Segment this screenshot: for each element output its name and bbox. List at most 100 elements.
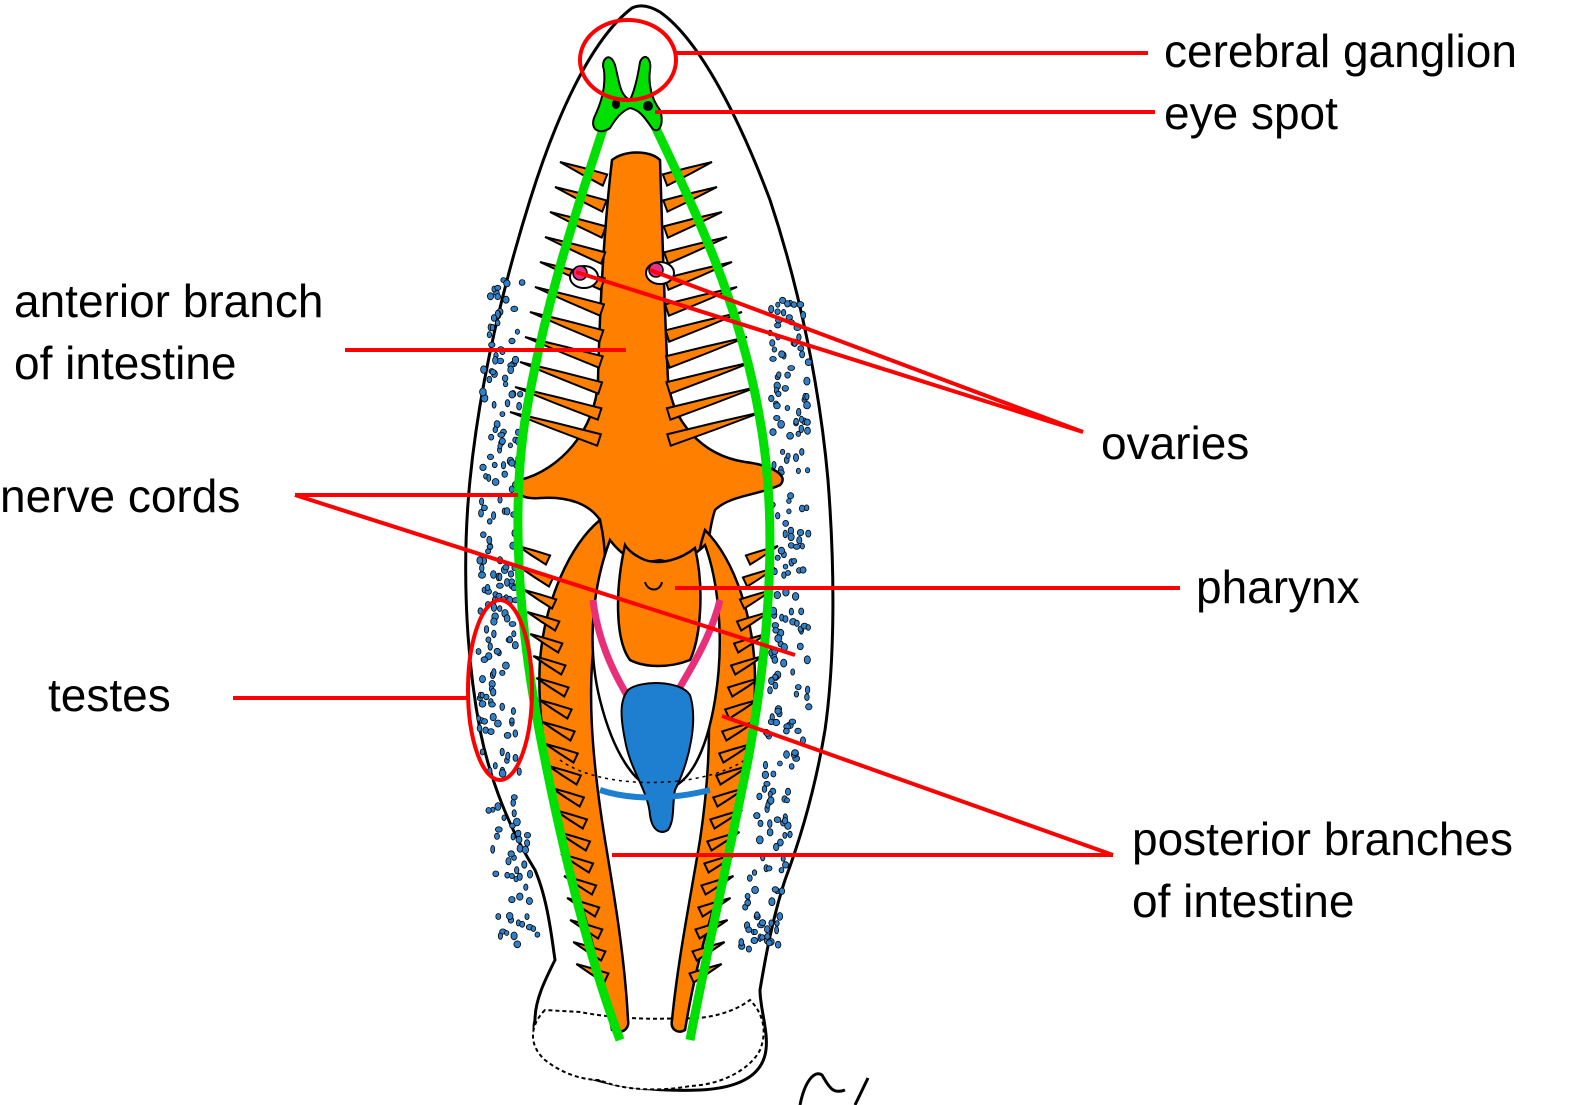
testis-dot: [520, 921, 525, 927]
testis-dot: [503, 296, 509, 303]
testis-dot: [793, 544, 800, 549]
testis-dot: [492, 479, 499, 486]
testis-dot: [491, 845, 495, 853]
testis-dot: [517, 873, 522, 880]
testis-dot: [769, 395, 774, 401]
testis-dot: [805, 427, 811, 434]
testis-dot: [770, 356, 777, 361]
testis-dot: [481, 657, 488, 663]
testis-dot: [509, 873, 514, 878]
testis-dot: [480, 498, 484, 505]
testis-dot: [510, 718, 515, 723]
testis-dot: [745, 900, 751, 906]
testis-dot: [768, 719, 773, 725]
label-pharynx: pharynx: [1196, 556, 1360, 618]
testis-dot: [804, 656, 810, 664]
testis-dot: [783, 862, 789, 868]
eye-spot-right: [643, 101, 653, 111]
testis-dot: [800, 449, 804, 456]
testis-dot: [778, 547, 784, 554]
testis-dot: [775, 309, 780, 315]
testis-dot: [779, 888, 785, 895]
testis-dot: [488, 643, 492, 650]
testis-dot: [781, 659, 787, 667]
testis-dot: [513, 754, 518, 761]
testis-dot: [500, 748, 504, 755]
testis-dot: [794, 418, 799, 424]
testis-dot: [511, 306, 518, 311]
testis-dot: [774, 592, 781, 599]
testis-dot: [762, 786, 767, 793]
testis-dot: [509, 460, 515, 467]
testis-dot: [487, 475, 491, 482]
testis-dot: [783, 564, 788, 569]
testis-dot: [785, 570, 790, 575]
testis-dot: [779, 351, 785, 358]
testis-dot: [774, 843, 779, 850]
testis-dot: [765, 933, 770, 939]
testis-dot: [498, 573, 502, 580]
testis-dot: [505, 579, 510, 587]
testis-dot: [522, 861, 527, 868]
testis-dot: [763, 761, 767, 769]
testis-dot: [783, 530, 787, 538]
testis-dot: [506, 858, 511, 865]
testis-dot: [776, 302, 780, 307]
testis-dot: [527, 870, 532, 878]
label-anterior-branch-line2: of intestine: [14, 332, 236, 394]
testis-dot: [768, 687, 773, 694]
stray-mark-2: [855, 1078, 868, 1105]
testis-dot: [772, 461, 776, 468]
testis-dot: [806, 625, 810, 631]
testis-dot: [785, 372, 791, 378]
testis-dot: [775, 708, 781, 714]
testis-dot: [785, 798, 790, 803]
testis-dot: [508, 366, 514, 374]
testis-dot: [524, 832, 530, 838]
testis-dot: [497, 583, 504, 588]
testis-dot: [490, 713, 496, 720]
testis-dot: [487, 454, 493, 459]
testis-dot: [762, 771, 768, 778]
label-anterior-branch-line1: anterior branch: [14, 270, 323, 332]
testis-dot: [797, 643, 803, 650]
testis-dot: [797, 334, 801, 341]
testis-dot: [502, 815, 506, 821]
testis-dot: [514, 818, 521, 826]
testis-dot: [487, 376, 492, 382]
testis-dot: [495, 285, 501, 290]
testis-dot: [775, 941, 781, 948]
testis-dot: [531, 926, 536, 932]
testis-dot: [512, 810, 516, 817]
testis-dot: [769, 898, 775, 906]
testis-dot: [775, 323, 781, 328]
testis-dot: [515, 830, 521, 837]
testis-dot: [500, 703, 505, 710]
label-ovaries: ovaries: [1101, 412, 1249, 474]
testis-dot: [504, 280, 510, 287]
label-posterior-branches-line2: of intestine: [1132, 870, 1354, 932]
testis-dot: [495, 803, 501, 811]
testis-dot: [779, 868, 784, 873]
testis-dot: [781, 856, 785, 861]
testis-dot: [512, 631, 516, 637]
testis-dot: [511, 932, 517, 940]
testis-dot: [796, 468, 800, 473]
testis-dot: [499, 770, 506, 778]
testis-dot: [798, 346, 804, 351]
testis-dot: [479, 509, 484, 517]
testis-dot: [480, 464, 486, 470]
testis-dot: [772, 887, 778, 893]
testis-dot: [503, 565, 509, 570]
testis-dot: [506, 913, 513, 920]
testis-dot: [512, 356, 518, 363]
testis-dot: [492, 669, 496, 677]
testis-dot: [767, 829, 773, 836]
testis-dot: [493, 763, 497, 769]
testis-dot: [794, 691, 798, 697]
testis-dot: [775, 635, 782, 643]
testis-dot: [797, 302, 804, 308]
testis-dot: [739, 939, 744, 946]
testis-dot: [481, 532, 487, 538]
